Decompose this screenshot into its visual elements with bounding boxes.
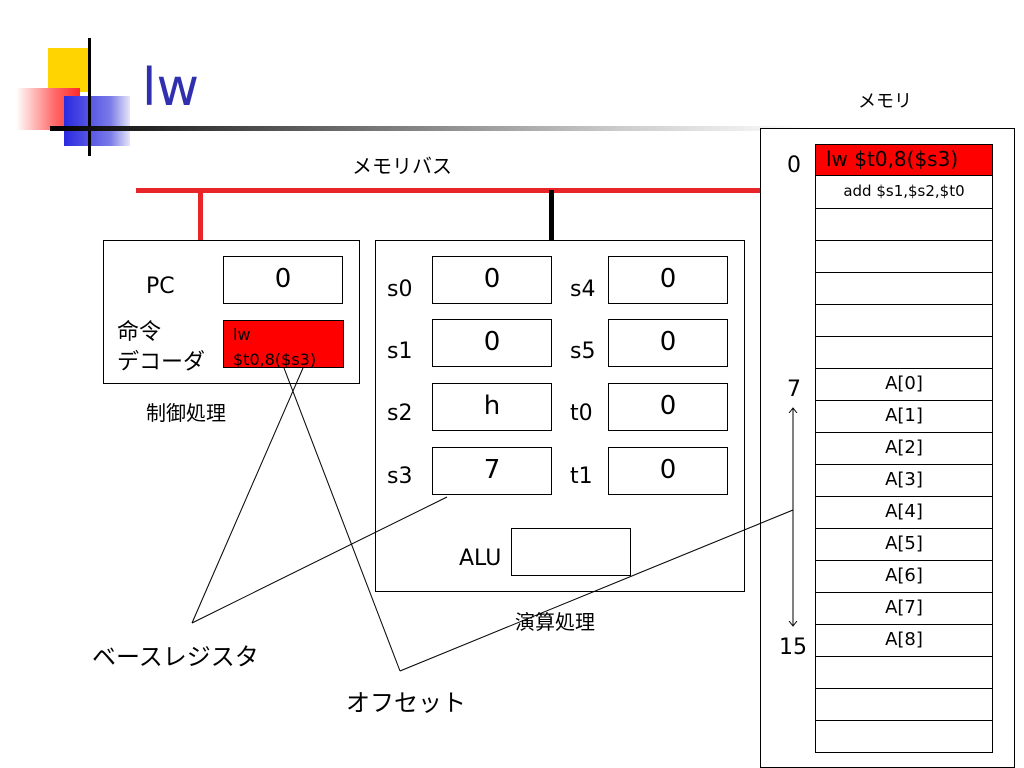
memory-cell: A[1]: [815, 400, 993, 433]
alu-box: [511, 528, 631, 576]
memory-bus-line: [136, 188, 764, 193]
reg-s0: 0: [432, 256, 552, 304]
memory-cell: A[8]: [815, 624, 993, 657]
decoder-value-line1: lw: [233, 325, 251, 344]
memory-addr-0: 0: [787, 153, 801, 178]
reg-s1: 0: [432, 319, 552, 367]
slide-title: lw: [142, 58, 199, 118]
reg-t0-label: t0: [570, 401, 593, 426]
memory-cell: A[2]: [815, 432, 993, 465]
reg-s3: 7: [432, 447, 552, 495]
memory-addr-7: 7: [787, 377, 801, 402]
reg-s5-label: s5: [570, 339, 596, 364]
base-register-label: ベースレジスタ: [92, 643, 259, 671]
offset-label: オフセット: [346, 689, 466, 717]
bus-drop-control: [198, 190, 203, 240]
memory-cell: [815, 208, 993, 241]
reg-s1-label: s1: [387, 339, 413, 364]
deco-blue-square: [64, 96, 130, 146]
reg-s4-label: s4: [570, 277, 596, 302]
memory-addr-15: 15: [779, 635, 807, 660]
memory-cell: [815, 688, 993, 721]
reg-s2-label: s2: [387, 401, 413, 426]
deco-yellow-square: [48, 48, 88, 92]
memory-cell: [815, 336, 993, 369]
reg-t0: 0: [608, 383, 728, 431]
memory-cell: lw $t0,8($s3): [815, 144, 993, 176]
memory-cell: add $s1,$s2,$t0: [815, 175, 993, 209]
memory-cell: A[0]: [815, 368, 993, 401]
compute-caption: 演算処理: [515, 610, 595, 634]
reg-s3-label: s3: [387, 464, 413, 489]
deco-vertical-line: [88, 38, 91, 156]
memory-cell: A[3]: [815, 464, 993, 497]
memory-cell: A[7]: [815, 592, 993, 625]
pc-register: 0: [223, 256, 343, 304]
memory-title: メモリ: [858, 91, 912, 112]
decoder-label-line1: 命令: [117, 320, 162, 345]
decoder-value-line2: $t0,8($s3): [233, 350, 317, 369]
title-underline: [50, 126, 810, 131]
memory-cell: [815, 272, 993, 305]
reg-t1: 0: [608, 447, 728, 495]
memory-cell: [815, 656, 993, 689]
alu-label: ALU: [459, 546, 502, 571]
reg-s2: h: [432, 383, 552, 431]
reg-s5: 0: [608, 319, 728, 367]
bus-drop-compute: [549, 190, 554, 240]
memory-cell: A[4]: [815, 496, 993, 529]
decoder-label-line2: デコーダ: [117, 350, 206, 375]
memory-bus-label: メモリバス: [352, 154, 452, 178]
memory-cell: [815, 240, 993, 273]
control-caption: 制御処理: [146, 401, 226, 425]
memory-cell: [815, 720, 993, 753]
memory-cell: [815, 304, 993, 337]
reg-s0-label: s0: [387, 277, 413, 302]
decoder-register: [223, 320, 344, 368]
pc-label: PC: [146, 274, 175, 299]
reg-s4: 0: [608, 256, 728, 304]
memory-cell: A[5]: [815, 528, 993, 561]
memory-cell: A[6]: [815, 560, 993, 593]
reg-t1-label: t1: [570, 464, 593, 489]
